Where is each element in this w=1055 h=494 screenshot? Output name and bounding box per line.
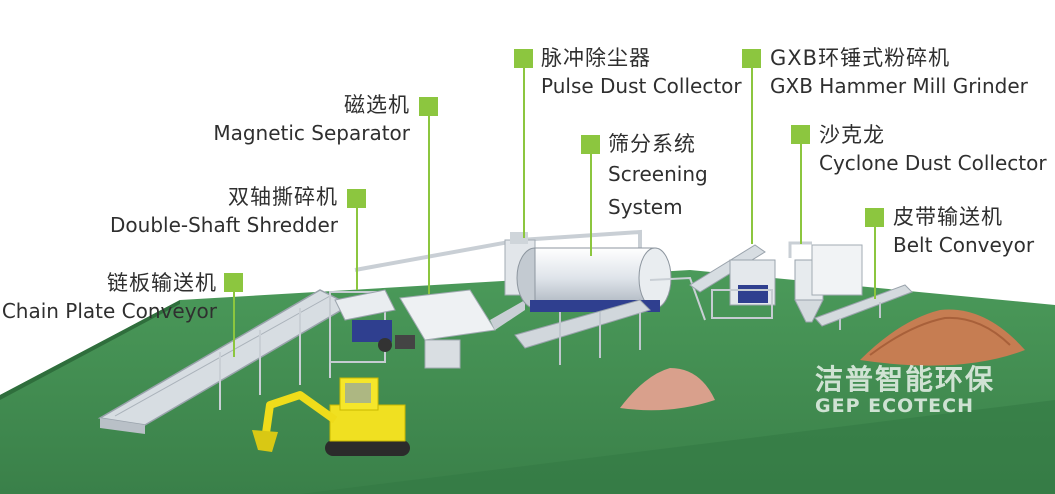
- output-piles: [620, 309, 1025, 411]
- pulse-en: Pulse Dust Collector: [541, 74, 742, 98]
- cyclone-zh: 沙克龙: [819, 123, 885, 147]
- hammer-mill-leader: [751, 68, 753, 244]
- shredder-leader: [356, 208, 358, 290]
- shredder-en: Double-Shaft Shredder: [110, 213, 338, 237]
- hammer-mill-marker: [742, 49, 761, 68]
- pulse-leader: [523, 68, 525, 238]
- magnetic-separator: [399, 289, 496, 369]
- magnetic-zh: 磁选机: [344, 93, 410, 117]
- screening-leader: [590, 154, 592, 256]
- magnetic-label: 磁选机 Magnetic Separator: [213, 91, 410, 147]
- magnetic-marker: [419, 97, 438, 116]
- pulse-zh: 脉冲除尘器: [541, 46, 651, 70]
- screening-en-line2: System: [608, 195, 683, 219]
- magnetic-en: Magnetic Separator: [213, 121, 410, 145]
- magnetic-leader: [428, 116, 430, 294]
- pulse-label: 脉冲除尘器 Pulse Dust Collector: [541, 44, 742, 100]
- chain-plate-leader: [233, 292, 235, 357]
- shredder-zh: 双轴撕碎机: [228, 185, 338, 209]
- hammer-mill-en: GXB Hammer Mill Grinder: [770, 74, 1028, 98]
- screening-label: 筛分系统 Screening System: [608, 130, 708, 224]
- hammer-mill-zh: GXB环锤式粉碎机: [770, 46, 951, 70]
- shredder-marker: [347, 189, 366, 208]
- belt-conveyor-label: 皮带输送机 Belt Conveyor: [893, 203, 1034, 259]
- hammer-mill-grinder: [689, 244, 776, 319]
- double-shaft-shredder: [329, 289, 415, 363]
- belt-conveyor-marker: [865, 208, 884, 227]
- cyclone-marker: [791, 125, 810, 144]
- chain-plate-zh: 链板输送机: [107, 271, 217, 295]
- watermark-brand-zh: 洁普智能环保: [815, 363, 996, 396]
- screening-zh: 筛分系统: [608, 132, 696, 156]
- pulse-marker: [514, 49, 533, 68]
- screening-drum: [490, 247, 706, 365]
- chain-plate-label: 链板输送机 Chain Plate Conveyor: [2, 269, 217, 325]
- hammer-mill-label: GXB环锤式粉碎机 GXB Hammer Mill Grinder: [770, 44, 1028, 100]
- cyclone-leader: [800, 144, 802, 244]
- screening-marker: [581, 135, 600, 154]
- excavator: [252, 377, 410, 456]
- belt-conveyor-en: Belt Conveyor: [893, 233, 1035, 257]
- cyclone-label: 沙克龙 Cyclone Dust Collector: [819, 121, 1047, 177]
- chain-plate-en: Chain Plate Conveyor: [1, 299, 217, 323]
- belt-conveyor-leader: [874, 227, 876, 299]
- watermark-brand-en: GEP ECOTECH: [815, 395, 974, 417]
- chain-plate-marker: [224, 273, 243, 292]
- cyclone-en: Cyclone Dust Collector: [819, 151, 1047, 175]
- shredder-label: 双轴撕碎机 Double-Shaft Shredder: [110, 183, 338, 239]
- cyclone-dust-collector: [788, 241, 863, 323]
- screening-en-line1: Screening: [608, 162, 708, 186]
- belt-conveyor-zh: 皮带输送机: [893, 205, 1003, 229]
